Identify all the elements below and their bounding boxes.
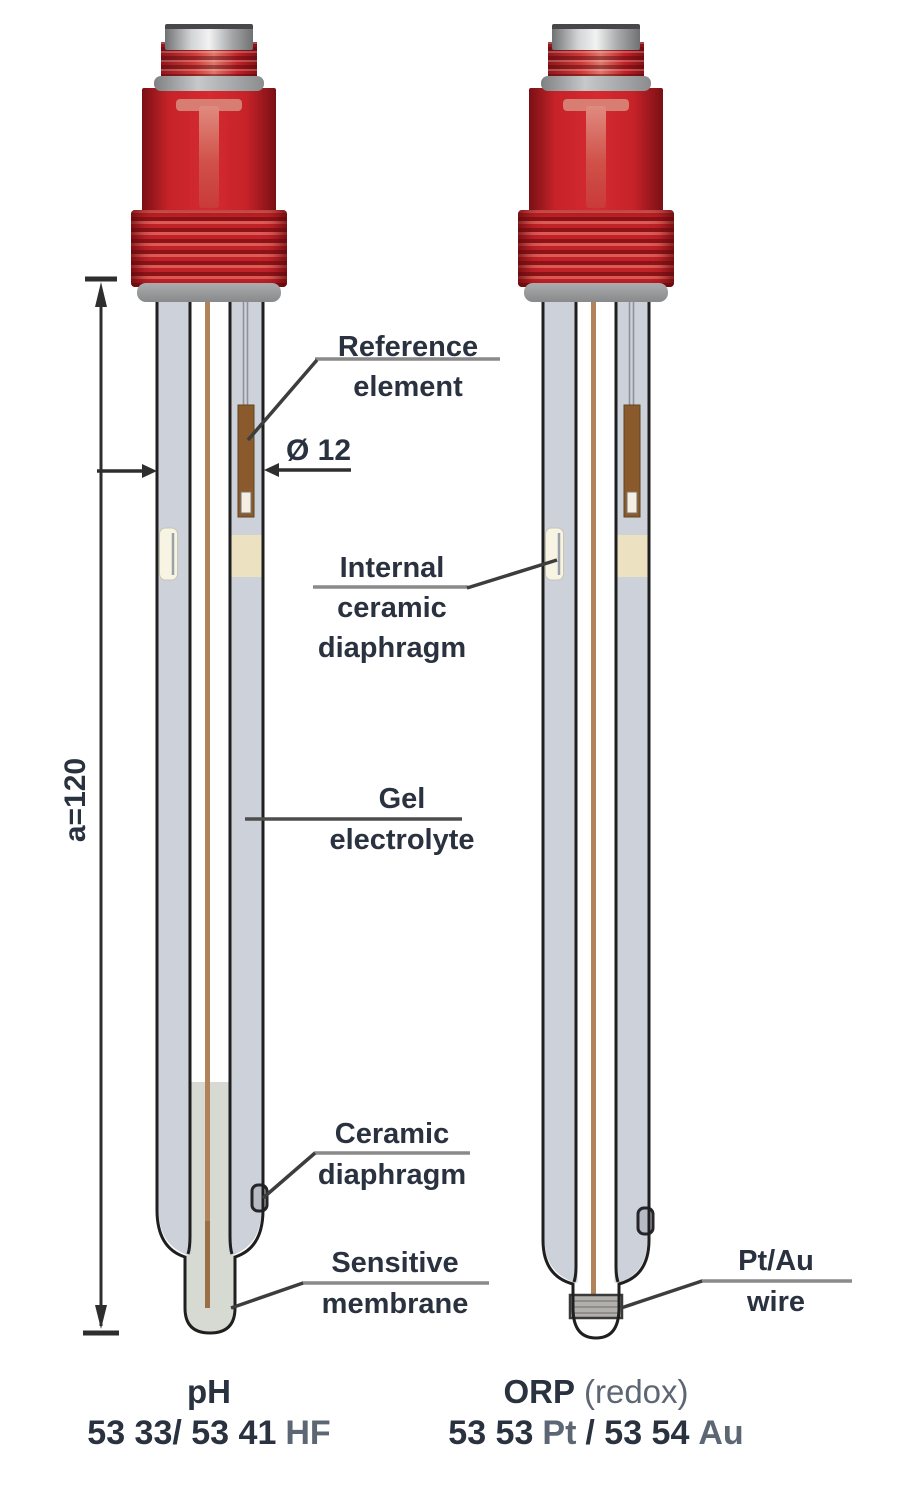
ph-cap-highlight [176,99,242,111]
orp-glass-body [541,296,655,1340]
orp-inner-wall-left [572,296,578,1283]
orp-caption-title: ORP(redox) [503,1373,689,1410]
ph-inner-wall-right [228,296,234,1255]
ph-cap-collar [137,283,281,302]
label-ceramic-diaphragm: Ceramic diaphragm [317,1118,467,1191]
ph-cap-metal-top [165,24,253,50]
orp-cap-gray-ring [541,76,651,91]
orp-cap-ribbed-nut [518,210,674,287]
ph-cap-hex-body [142,88,276,214]
ph-ceramic-diaphragm [250,1183,269,1213]
ph-beige-band [231,535,262,577]
label-sensitive-membrane: Sensitive membrane [321,1247,469,1320]
label-gel-electrolyte: Gel electrolyte [329,783,475,856]
ph-inner-wall-left [186,296,192,1255]
orp-cap-metal-top [552,24,640,50]
orp-beige-band [617,535,648,577]
label-pt-au-wire: Pt/Au wire [738,1245,814,1318]
orp-reference-element [623,404,641,518]
ph-cap-gray-ring [154,76,264,91]
orp-inner-wall-right [614,296,620,1283]
ph-caption-title: pH [187,1373,231,1410]
ph-glass-body [155,296,269,1335]
orp-gel-annulus-left [544,296,578,1283]
ph-cap-ribbed-nut [131,210,287,287]
orp-ceramic-diaphragm [636,1206,655,1236]
ph-center-wire [205,296,210,1308]
label-internal-ceramic-diaphragm: Internal ceramic diaphragm [317,552,467,664]
orp-internal-ceramic-diaphragm [545,527,564,581]
orp-cap-hex-body [529,88,663,214]
orp-cap-collar [524,283,668,302]
label-reference-element: Reference element [337,331,479,403]
label-length-dimension: a=120 [59,757,92,843]
ph-internal-ceramic-diaphragm [159,527,178,581]
label-diameter: Ø 12 [286,434,352,467]
orp-cap-highlight [563,99,629,111]
ph-gel-annulus-left [158,296,192,1255]
orp-center-wire [591,296,596,1299]
